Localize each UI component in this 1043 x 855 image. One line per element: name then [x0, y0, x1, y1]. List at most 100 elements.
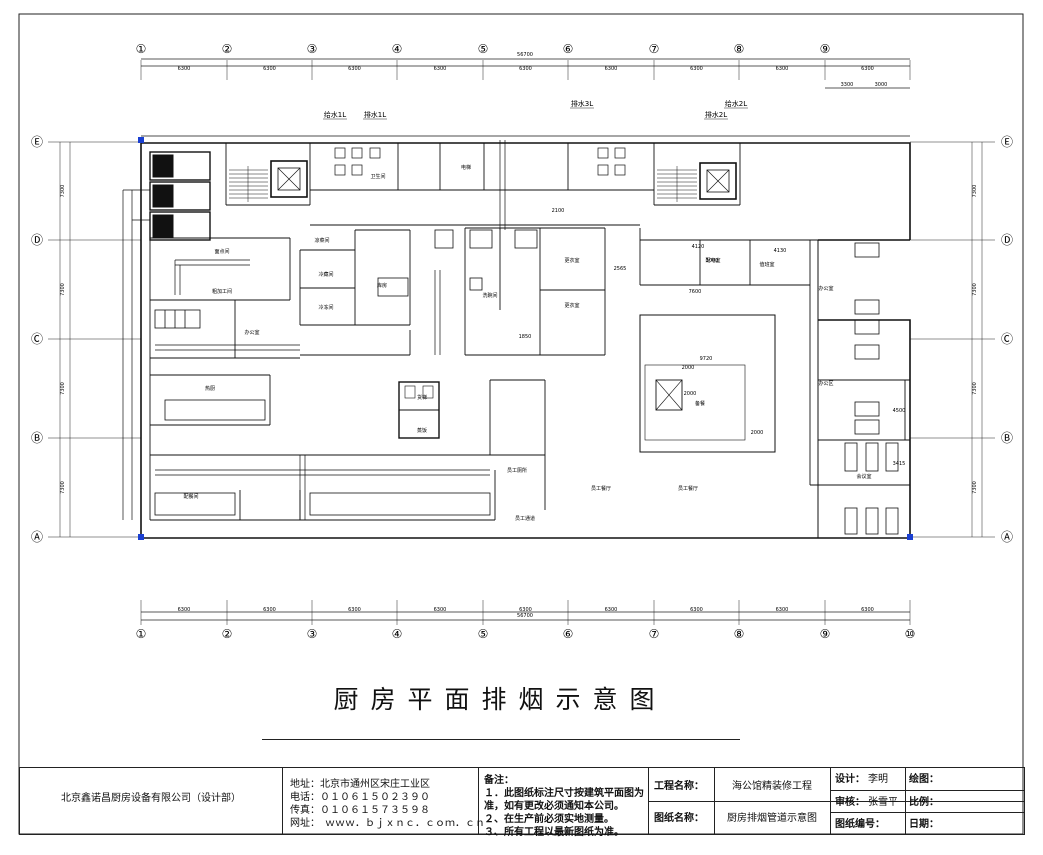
inner-dimension: 2000 [682, 365, 695, 371]
office-desks [844, 242, 899, 535]
inner-dimension: 3415 [893, 461, 906, 467]
column-axis-label: ⑥ [563, 42, 574, 56]
tb-divider [830, 812, 1024, 813]
sub-dimension-2: 3000 [875, 82, 888, 88]
room-label: 员工通道 [515, 515, 535, 522]
room-label: 热厨 [205, 385, 215, 392]
exhaust-fan-units [149, 151, 211, 241]
column-axis-label: ① [136, 42, 147, 56]
bay-dimension-bottom: 6300 [776, 607, 789, 613]
pipe-label: 排水1L [364, 110, 386, 119]
website: 网址： ｗｗｗ．ｂｊｘｎｃ．ｃｏｍ．ｃｎ [290, 818, 485, 829]
hood-rows [154, 229, 538, 516]
column-axis-label: ⑨ [820, 42, 831, 56]
bay-dimension-top: 6300 [348, 66, 361, 72]
tb-divider [478, 768, 479, 834]
bay-dimension-top: 6300 [178, 66, 191, 72]
room-label: 员工餐厅 [591, 485, 611, 492]
bay-dimension-bottom: 6300 [690, 607, 703, 613]
row-dimension: 7300 [972, 382, 978, 395]
column-axis-label: ① [136, 627, 147, 641]
note-line: １．此图纸标注尺寸按建筑平面图为 [484, 788, 644, 799]
inner-dimensions: 4120413025659720200020002000185045003415… [519, 208, 906, 467]
scale-label: 比例： [909, 797, 939, 808]
tb-divider [830, 790, 1024, 791]
bay-dimension-top: 6300 [434, 66, 447, 72]
bay-dimension-top: 6300 [776, 66, 789, 72]
row-dimension: 7300 [972, 185, 978, 198]
top-dimension-lines [141, 58, 910, 89]
bay-dimension-top: 6300 [861, 66, 874, 72]
bay-dimension-bottom: 6300 [348, 607, 361, 613]
row-axis-label: Ⓑ [31, 431, 43, 445]
room-label: 洗碗间 [482, 292, 497, 299]
elevator-left [270, 160, 308, 198]
row-axis-label: Ⓔ [31, 135, 43, 149]
kitchen-hall-inner [644, 364, 746, 441]
room-label: 备餐 [695, 400, 705, 407]
inner-dimension: 2565 [614, 266, 627, 272]
room-label: 配餐间 [183, 493, 198, 500]
room-label: 粗加工间 [212, 288, 232, 295]
note-line: ３、所有工程以最新图纸为准。 [484, 827, 624, 838]
company-name: 北京鑫诺昌厨房设备有限公司（设计部） [61, 793, 241, 804]
notes-title: 备注： [484, 775, 514, 786]
drawing-title: 厨房平面排烟示意图 [333, 685, 667, 714]
pipe-label: 给水2L [725, 99, 747, 108]
inner-dimension: 4500 [893, 408, 906, 414]
note-line: ２、在生产前必须实地测量。 [484, 814, 614, 825]
room-label: 冷藏间 [318, 271, 333, 278]
bay-dimension-top: 6300 [519, 66, 532, 72]
room-label: 卫生间 [370, 173, 385, 180]
bay-dimension-bottom: 6300 [263, 607, 276, 613]
contact-info: 地址：北京市通州区宋庄工业区 电话：０１０６１５０２３９０ 传真：０１０６１５７… [290, 778, 485, 830]
column-axis-label: ⑤ [478, 42, 489, 56]
row-axis-label: Ⓓ [31, 233, 43, 247]
project-value: 海公馆精装修工程 [732, 781, 812, 792]
pipe-label: 排水3L [571, 99, 593, 108]
room-label: 面点间 [214, 248, 229, 255]
corner-column [138, 534, 144, 540]
column-axis-label: ⑥ [563, 627, 574, 641]
row-dimension: 7300 [60, 481, 66, 494]
row-dimension: 7300 [60, 185, 66, 198]
room-label: 凉菜间 [314, 237, 329, 244]
corner-column [138, 137, 144, 143]
row-axis-label: Ⓒ [1001, 332, 1013, 346]
notes: 备注： １．此图纸标注尺寸按建筑平面图为 准，如有更改必须通知本公司。 ２、在生… [484, 774, 644, 839]
inner-dimension: 1850 [519, 334, 532, 340]
room-label: 配电室 [705, 257, 720, 264]
sub-dimension-1: 3300 [841, 82, 854, 88]
inner-dimension: 7600 [689, 289, 702, 295]
drawing-number-label: 图纸编号： [835, 819, 885, 830]
room-label: 库房 [377, 282, 387, 289]
column-axis-label: ③ [307, 42, 318, 56]
column-axis-label: ⑩ [905, 627, 916, 641]
kitchen-hall [639, 314, 776, 453]
room-label: 蒸饭 [417, 427, 427, 434]
room-label: 办公室 [818, 285, 833, 292]
bay-dimension-bottom: 6300 [519, 607, 532, 613]
row-dimension: 7300 [972, 481, 978, 494]
review-value: 张雪平 [868, 797, 898, 808]
column-axis-label: ⑦ [649, 627, 660, 641]
column-axis-label: ⑨ [820, 627, 831, 641]
column-axis-label: ⑤ [478, 627, 489, 641]
overall-dimension-top: 56700 [517, 52, 533, 58]
row-dimension: 7300 [60, 283, 66, 296]
room-label: 值班室 [759, 261, 774, 268]
bay-dimensions: 6300 6300 6300 6300 6300 6300 6300 6300 6300 6300… [178, 66, 874, 613]
room-label: 冷冻间 [318, 304, 333, 311]
overall-dimension-bottom: 56700 [517, 613, 533, 619]
drawing-name-value: 厨房排烟管道示意图 [727, 813, 817, 824]
bay-dimension-bottom: 6300 [178, 607, 191, 613]
design-label: 设计： [835, 774, 865, 785]
drafter-label: 绘图： [909, 774, 939, 785]
row-dimension: 7300 [60, 382, 66, 395]
pipe-label: 给水1L [324, 110, 346, 119]
row-axis-label: Ⓐ [1001, 530, 1013, 544]
title-block: 北京鑫诺昌厨房设备有限公司（设计部） 地址：北京市通州区宋庄工业区 电话：０１０… [19, 767, 1025, 838]
